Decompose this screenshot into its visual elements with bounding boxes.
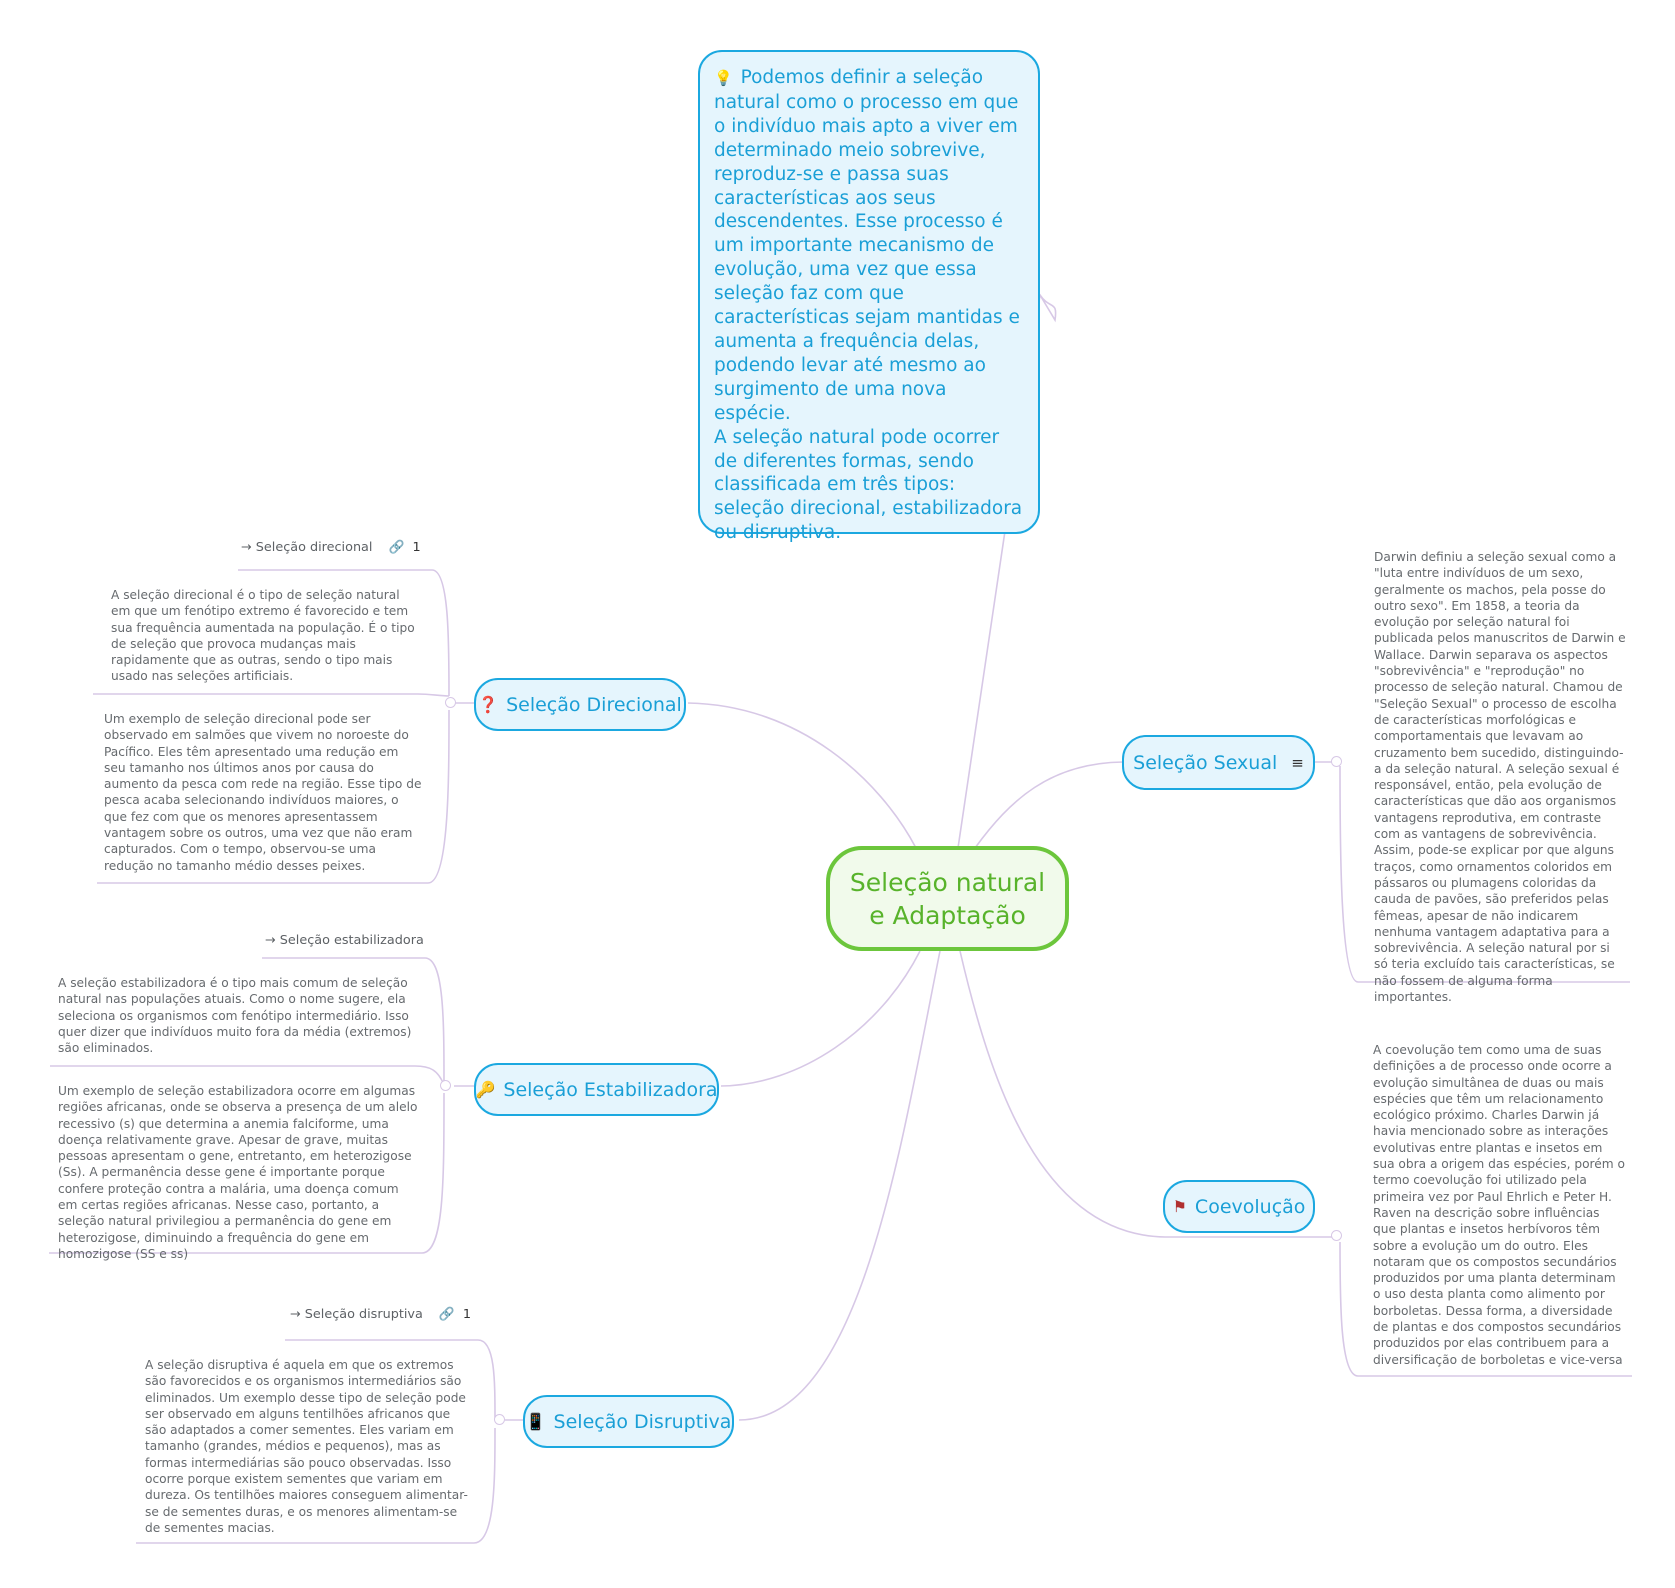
link-icon: 🔗 — [438, 1307, 455, 1322]
topic-selecao-disruptiva[interactable]: 📱 Seleção Disruptiva — [523, 1395, 734, 1448]
topic-coevolucao-label: Coevolução — [1194, 1195, 1306, 1218]
topic-selecao-direcional[interactable]: ❓ Seleção Direcional — [474, 678, 686, 731]
top-note-box[interactable]: 💡 Podemos definir a seleção natural como… — [698, 50, 1040, 543]
link-direcional-note1 — [93, 693, 450, 697]
link-sexual-note1 — [1339, 765, 1630, 983]
link-disruptiva-note1 — [136, 1427, 496, 1544]
direcional-link-text: → Seleção direcional — [241, 540, 373, 555]
central-topic[interactable]: Seleção natural e Adaptação — [826, 846, 1069, 951]
estabilizadora-link-text: → Seleção estabilizadora — [265, 933, 424, 948]
disruptiva-link-label[interactable]: → Seleção disruptiva 🔗 1 — [290, 1307, 471, 1322]
disruptiva-collapse-knob[interactable] — [494, 1414, 505, 1425]
topic-selecao-sexual-label: Seleção Sexual — [1133, 751, 1278, 774]
disruptiva-link-text: → Seleção disruptiva — [290, 1307, 423, 1322]
link-estabilizadora-note2 — [49, 1092, 445, 1254]
direcional-note-2: Um exemplo de seleção direcional pode se… — [104, 712, 422, 873]
direcional-collapse-knob[interactable] — [445, 697, 456, 708]
phone-icon: 📱 — [525, 1412, 546, 1431]
notes-icon: ≡ — [1291, 753, 1304, 772]
sexual-collapse-knob[interactable] — [1331, 756, 1342, 767]
link-central-to-top-note — [957, 292, 1057, 849]
topic-selecao-estabilizadora[interactable]: 🔑 Seleção Estabilizadora — [474, 1063, 719, 1116]
estabilizadora-note-1: A seleção estabilizadora é o tipo mais c… — [58, 976, 412, 1056]
question-mark-icon: ❓ — [478, 695, 499, 714]
estabilizadora-note-2: Um exemplo de seleção estabilizadora oco… — [58, 1084, 418, 1261]
topic-selecao-direcional-label: Seleção Direcional — [506, 693, 682, 716]
link-estabilizadora-label — [262, 957, 445, 1086]
link-central-to-direcional — [687, 702, 917, 849]
topic-selecao-disruptiva-label: Seleção Disruptiva — [553, 1410, 732, 1433]
central-topic-label: Seleção natural e Adaptação — [849, 867, 1046, 930]
estabilizadora-link-label[interactable]: → Seleção estabilizadora — [265, 933, 424, 948]
key-icon: 🔑 — [475, 1080, 496, 1099]
link-icon: 🔗 — [388, 540, 405, 555]
lightbulb-icon: 💡 — [714, 69, 733, 87]
link-central-to-estabilizadora — [720, 950, 921, 1087]
coevolucao-collapse-knob[interactable] — [1331, 1230, 1342, 1241]
link-central-to-coevolucao — [959, 950, 1337, 1238]
link-coevolucao-note1 — [1339, 1241, 1632, 1377]
direcional-link-label[interactable]: → Seleção direcional 🔗 1 — [241, 540, 421, 555]
link-direcional-label — [238, 569, 450, 697]
disruptiva-note-1: A seleção disruptiva é aquela em que os … — [145, 1358, 468, 1535]
topic-selecao-estabilizadora-label: Seleção Estabilizadora — [503, 1078, 718, 1101]
top-note-paragraph-1: 💡 Podemos definir a seleção natural como… — [714, 66, 1024, 426]
link-direcional-note2 — [97, 709, 450, 884]
top-note-text-1: Podemos definir a seleção natural como o… — [714, 67, 1020, 424]
link-disruptiva-label — [285, 1339, 496, 1421]
estabilizadora-collapse-knob[interactable] — [440, 1080, 451, 1091]
coevolucao-note-1: A coevolução tem como uma de suas defini… — [1373, 1043, 1625, 1367]
disruptiva-link-count: 1 — [462, 1307, 472, 1322]
direcional-link-count: 1 — [412, 540, 421, 555]
direcional-note-1: A seleção direcional é o tipo de seleção… — [111, 588, 415, 684]
sexual-note-1: Darwin definiu a seleção sexual como a "… — [1374, 550, 1626, 1005]
top-note-paragraph-2: A seleção natural pode ocorrer de difere… — [714, 426, 1023, 544]
link-central-to-sexual — [974, 761, 1124, 849]
flag-icon: ⚑ — [1172, 1197, 1187, 1216]
topic-selecao-sexual[interactable]: Seleção Sexual ≡ — [1122, 735, 1315, 790]
link-central-to-disruptiva — [738, 950, 941, 1421]
topic-coevolucao[interactable]: ⚑ Coevolução — [1163, 1180, 1315, 1233]
